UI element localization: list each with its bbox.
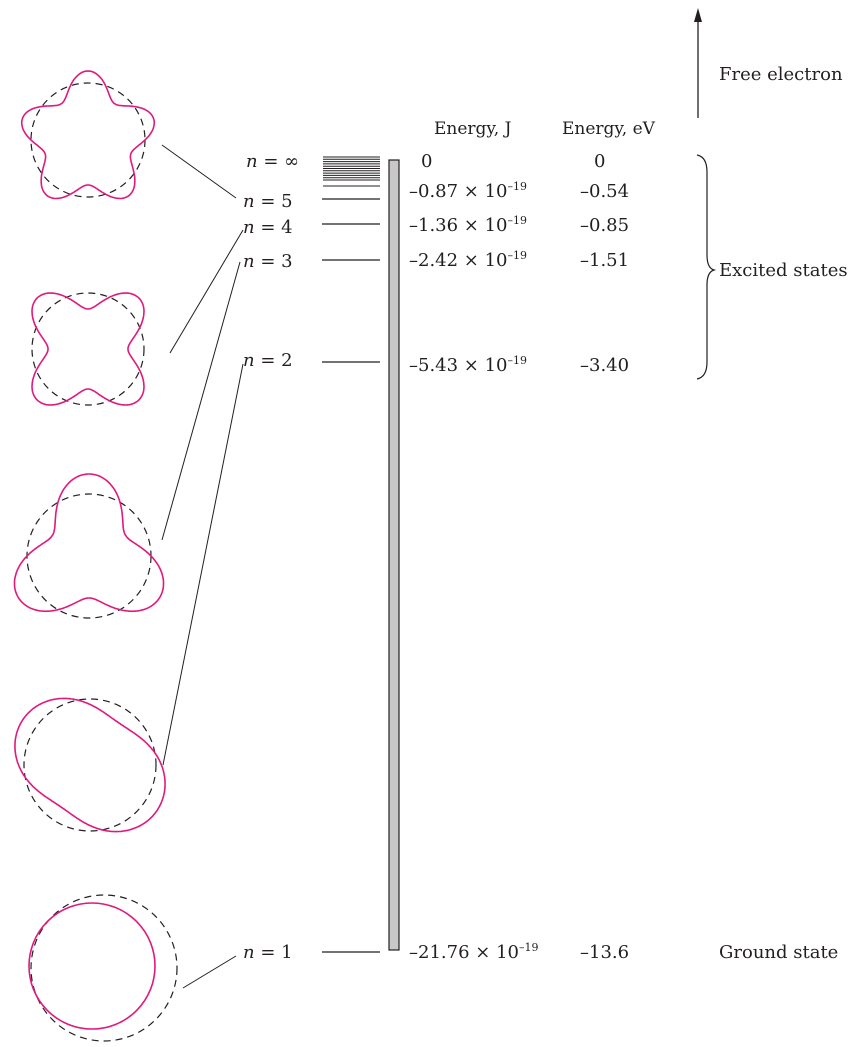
level-label-5: n = 5	[243, 191, 293, 212]
level-label-2: n = 2	[243, 350, 293, 371]
level-label-inf: n = ∞	[246, 151, 300, 172]
orbit-n1	[28, 894, 178, 1042]
energy-j-5: –0.87 × 10–19	[409, 180, 528, 202]
level-lines	[322, 198, 380, 953]
energy-j-1: –21.76 × 10–19	[409, 941, 539, 963]
energy-ev-2: –3.40	[580, 355, 630, 376]
wave-n1	[28, 902, 156, 1030]
energy-ev-3: –1.51	[580, 250, 630, 271]
energy-j-3: –2.42 × 10–19	[409, 249, 528, 271]
energy-ev-5: –0.54	[580, 181, 630, 202]
orbit-n5	[20, 70, 156, 200]
connector-n4	[169, 229, 244, 354]
level-label-3: n = 3	[243, 251, 293, 272]
orbit-n2	[14, 697, 166, 833]
energy-ev-inf: 0	[594, 151, 606, 172]
orbit-n4	[31, 292, 145, 406]
connector-n3	[161, 261, 241, 541]
energy-bar	[388, 159, 400, 951]
free-electron-label: Free electron	[719, 64, 843, 85]
energy-j-2: –5.43 × 10–19	[409, 354, 528, 376]
orbit-n3	[13, 473, 165, 619]
energy-ev-1: –13.6	[580, 942, 630, 963]
continuum-lines	[323, 156, 380, 187]
energy-ev-4: –0.85	[580, 215, 630, 236]
excited-states-label: Excited states	[719, 260, 848, 281]
energy-j-inf: 0	[421, 151, 433, 172]
connector-n2	[162, 363, 244, 766]
connector-lines	[161, 144, 244, 989]
free-electron-arrow	[694, 8, 702, 118]
level-label-4: n = 4	[243, 217, 293, 238]
connector-n5	[161, 144, 237, 199]
level-label-1: n = 1	[243, 942, 293, 963]
excited-states-brace	[696, 154, 717, 380]
ground-state-label: Ground state	[719, 942, 839, 963]
energy-j-4: –1.36 × 10–19	[409, 214, 528, 236]
energy-j-header: Energy, J	[434, 119, 512, 139]
energy-ev-header: Energy, eV	[562, 119, 655, 139]
connector-n1	[182, 955, 237, 989]
